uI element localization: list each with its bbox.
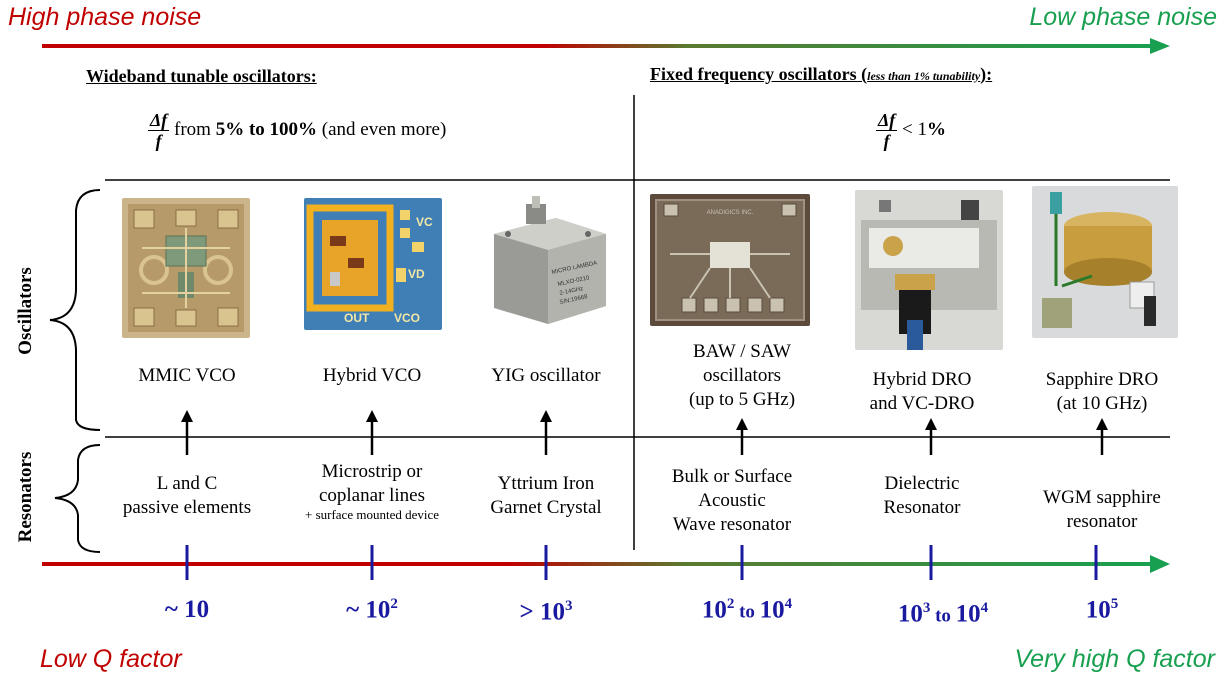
q-value-microstrip: ~ 102 — [346, 596, 398, 624]
osc-caption-yig: YIG oscillator — [491, 365, 601, 386]
hybrid-vco-text: VCO — [394, 311, 420, 325]
very-high-q-factor-label: Very high Q factor — [1014, 645, 1215, 673]
baw-saw-photo: ANADIGICS INC. — [650, 194, 810, 326]
hybrid-vd-text: VD — [408, 267, 425, 281]
yig-label-4: S/N:19668 — [559, 294, 589, 306]
sapphire-dro-photo — [1032, 186, 1178, 338]
wideband-title: Wideband tunable oscillators: — [86, 66, 317, 86]
grid-lines — [105, 95, 1170, 550]
yig-label-3: 2-14GHz — [559, 286, 584, 297]
osc-caption-sapphire-dro: Sapphire DRO(at 10 GHz) — [1045, 369, 1159, 414]
hybrid-vc-text: VC — [416, 215, 433, 229]
resonators-side-label: Resonators — [15, 451, 36, 543]
hybrid-dro-photo — [855, 190, 1003, 350]
hybrid-out-text: OUT — [344, 311, 370, 325]
hybrid-vco-photo: VC VD OUT VCO — [304, 198, 442, 330]
top-arrow — [42, 38, 1170, 54]
high-phase-noise-label: High phase noise — [8, 3, 202, 31]
oscillators-side-label: Oscillators — [15, 267, 36, 355]
osc-caption-hybrid-vco: Hybrid VCO — [322, 365, 422, 386]
q-value-lc: ~ 10 — [164, 596, 210, 623]
bottom-arrow — [42, 555, 1170, 573]
q-value-baw-saw: 102 to 104 — [701, 596, 793, 624]
mmic-vco-photo — [122, 198, 250, 338]
q-ticks — [185, 545, 1098, 580]
low-q-factor-label: Low Q factor — [40, 645, 182, 673]
braces — [49, 189, 101, 553]
q-value-dielectric: 103 to 104 — [897, 600, 989, 628]
low-phase-noise-label: Low phase noise — [1029, 3, 1217, 31]
q-value-wgm: 105 — [1085, 596, 1119, 624]
up-arrows — [181, 410, 1108, 455]
fixed-title: Fixed frequency oscillators (less than 1… — [650, 64, 993, 84]
q-value-yig: > 103 — [519, 598, 573, 626]
yig-oscillator-photo: MICRO LAMBDA MLXO-0210 2-14GHz S/N:19668 — [494, 196, 606, 324]
osc-caption-mmic: MMIC VCO — [138, 365, 236, 386]
baw-chip-label: ANADIGICS INC. — [707, 210, 754, 216]
